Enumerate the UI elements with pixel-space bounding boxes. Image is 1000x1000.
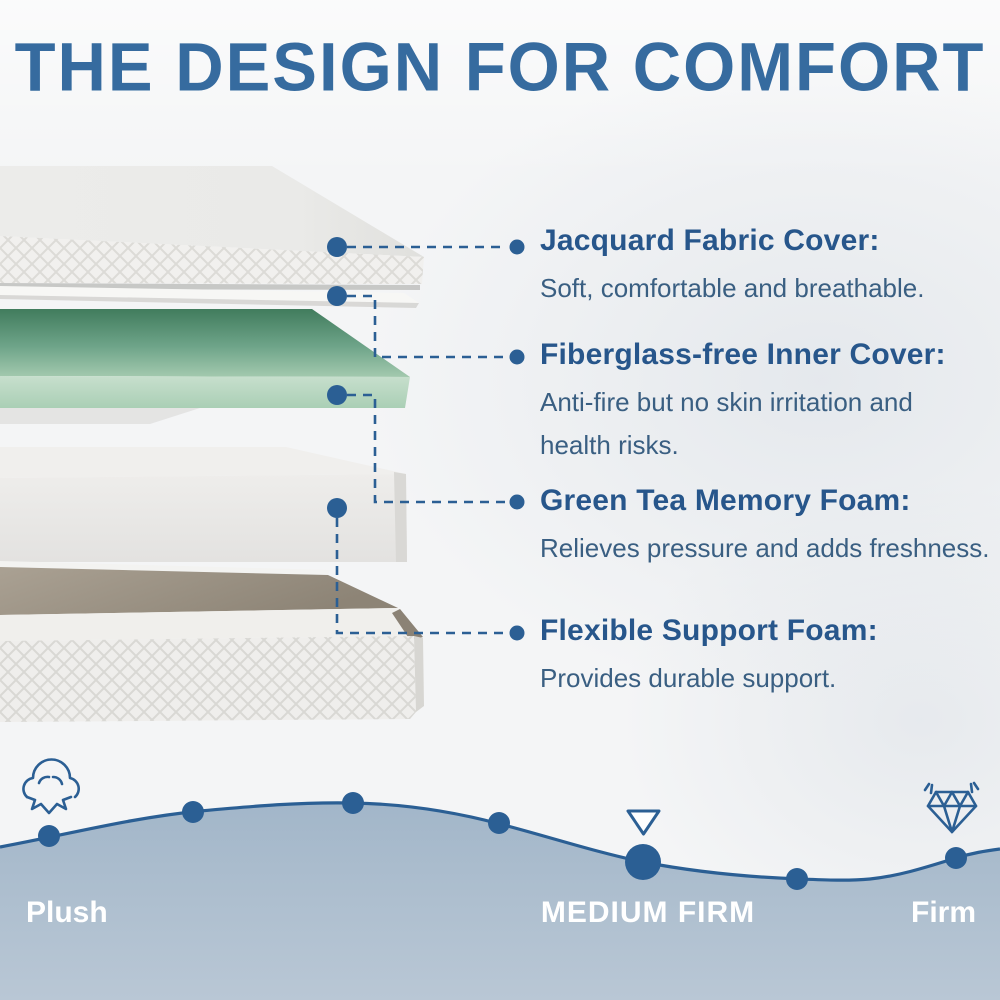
bullet-dot-inner-cover [509, 349, 525, 365]
firmness-point [182, 801, 204, 823]
support-foam-front-face [0, 474, 407, 562]
firmness-point [786, 868, 808, 890]
connector-line-support-foam [335, 518, 506, 635]
callout-anchor-dots [327, 237, 525, 641]
firmness-label-medium-firm: MEDIUM FIRM [540, 896, 756, 929]
callout-jacquard-cover: Jacquard Fabric Cover: Soft, comfortable… [540, 224, 996, 310]
anchor-dot-support-foam [327, 498, 347, 518]
callout-inner-cover: Fiberglass-free Inner Cover: Anti-fire b… [540, 338, 996, 467]
callout-heading: Jacquard Fabric Cover: [540, 224, 880, 257]
firmness-point [488, 812, 510, 834]
callout-support-foam: Flexible Support Foam: Provides durable … [540, 614, 996, 700]
scale-icons [22, 758, 980, 834]
layer-jacquard-cover [0, 166, 424, 290]
base-front-face [0, 636, 416, 722]
firmness-selected-point [625, 844, 661, 880]
callout-body: Provides durable support. [540, 663, 837, 693]
layer-support-foam [0, 447, 407, 562]
anchor-dot-green-foam [327, 385, 347, 405]
anchor-dot-jacquard [327, 237, 347, 257]
bullet-dot-green-foam [509, 494, 525, 510]
firmness-label-firm: Firm [911, 896, 977, 929]
cover-top-face [0, 166, 424, 257]
layer-green-tea-foam [0, 309, 410, 424]
bullet-dot-jacquard [509, 239, 525, 255]
firmness-scale [0, 792, 1000, 1000]
connector-line-green-foam [347, 393, 506, 504]
anchor-dot-inner-cover [327, 286, 347, 306]
firmness-point [945, 847, 967, 869]
triangle-down-marker [626, 809, 661, 836]
base-back-rim [0, 561, 330, 575]
callout-connectors [335, 245, 506, 635]
inner-cover-shadow [0, 295, 419, 308]
base-front-rim [0, 608, 414, 641]
green-foam-shadow [0, 408, 200, 424]
firmness-curve-line [0, 801, 1000, 882]
base-inner-face [0, 567, 398, 615]
firmness-point [38, 825, 60, 847]
callout-green-tea-foam: Green Tea Memory Foam: Relieves pressure… [540, 484, 996, 570]
callout-body: Anti-fire but no skin irritation and hea… [540, 387, 913, 460]
callout-heading: Flexible Support Foam: [540, 614, 878, 647]
page-title: THE DESIGN FOR COMFORT [14, 29, 986, 106]
bullet-dot-support-foam [509, 625, 525, 641]
firmness-points [38, 792, 967, 890]
mattress-illustration [0, 166, 424, 722]
cover-front-face [0, 236, 424, 284]
inner-cover-face [0, 286, 419, 303]
base-side-edge [414, 636, 424, 712]
callout-body: Soft, comfortable and breathable. [540, 273, 925, 303]
green-foam-front-face [0, 376, 410, 408]
cotton-icon [22, 758, 80, 815]
diamond-icon [923, 781, 980, 834]
green-foam-top-face [0, 309, 410, 377]
layer-base-box [0, 561, 424, 722]
firmness-point [342, 792, 364, 814]
support-foam-side-edge [394, 472, 407, 562]
callout-heading: Fiberglass-free Inner Cover: [540, 338, 946, 371]
firmness-curve-fill [0, 802, 1000, 1000]
firmness-label-plush: Plush [26, 896, 108, 929]
support-foam-top-face [0, 447, 406, 478]
callout-heading: Green Tea Memory Foam: [540, 484, 911, 517]
layer-inner-cover [0, 286, 419, 308]
callout-body: Relieves pressure and adds freshness. [540, 533, 990, 563]
